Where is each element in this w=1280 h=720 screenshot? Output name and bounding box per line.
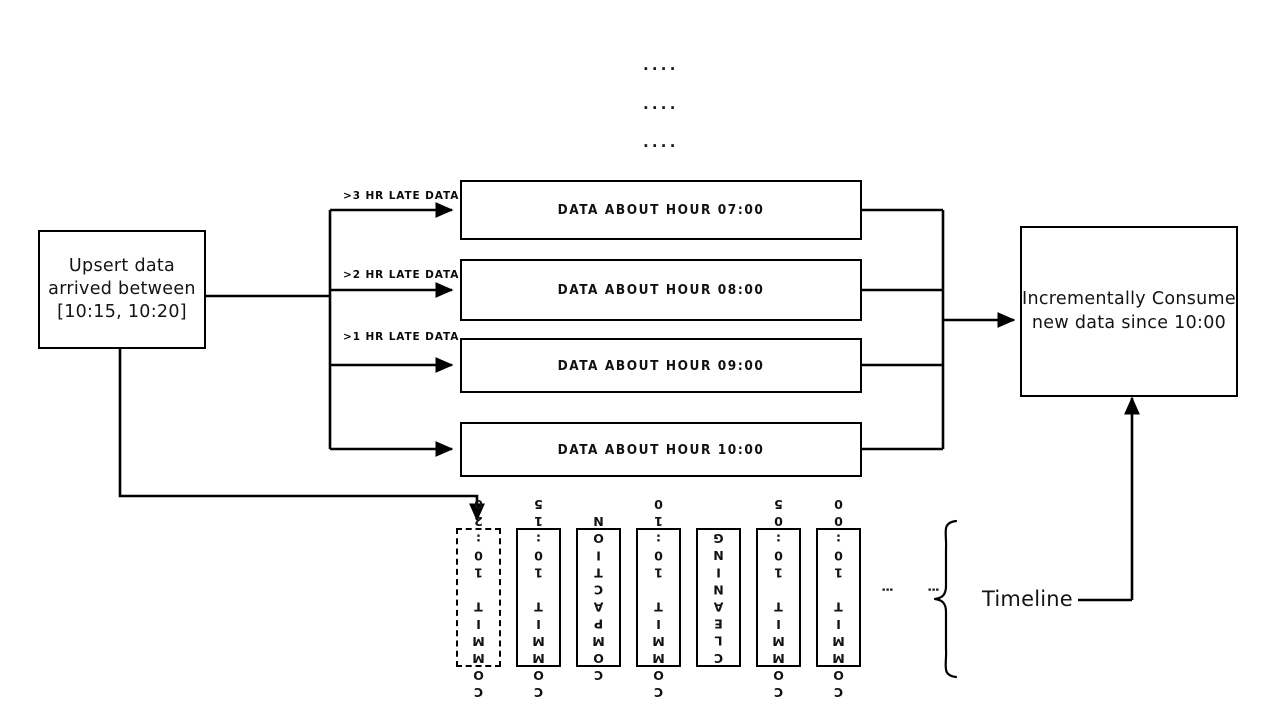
incremental-consumer-box[interactable]: Incrementally Consume new data since 10:… xyxy=(1020,226,1238,397)
top-ellipsis-row-1: .... xyxy=(643,56,679,74)
edge-label-3hr-late: >3 HR LATE DATA xyxy=(343,190,460,202)
edge-label-2hr-late: >2 HR LATE DATA xyxy=(343,269,460,281)
timeline-commit-1015-label: COMMIT 10:15 xyxy=(531,494,546,701)
top-ellipsis-row-3: .... xyxy=(643,133,679,151)
timeline-commit-1020-label: COMMIT 10:20 xyxy=(471,494,486,701)
timeline-commit-1000[interactable]: COMMIT 10:00 xyxy=(816,495,861,700)
upsert-source-line-2: arrived between xyxy=(48,278,196,299)
timeline-commit-1010[interactable]: COMMIT 10:10 xyxy=(636,495,681,700)
upsert-source-text: Upsert data arrived between [10:15, 10:2… xyxy=(48,255,196,325)
edge-label-1hr-late: >1 HR LATE DATA xyxy=(343,331,460,343)
top-ellipsis-row-2: .... xyxy=(643,95,679,113)
timeline-commit-1005[interactable]: COMMIT 10:05 xyxy=(756,495,801,700)
timeline-cleaning[interactable]: CLEANING xyxy=(696,528,741,667)
hour-box-09[interactable]: DATA ABOUT HOUR 09:00 xyxy=(460,338,862,393)
timeline-commit-1000-label: COMMIT 10:00 xyxy=(831,494,846,701)
upsert-source-line-1: Upsert data xyxy=(68,255,176,276)
incremental-consumer-line-1: Incrementally Consume xyxy=(1022,289,1236,310)
timeline-commit-1020[interactable]: COMMIT 10:20 xyxy=(456,495,501,700)
upsert-source-box[interactable]: Upsert data arrived between [10:15, 10:2… xyxy=(38,230,206,349)
edge-source-to-commit xyxy=(118,349,486,522)
hour-box-07[interactable]: DATA ABOUT HOUR 07:00 xyxy=(460,180,862,240)
hour-box-07-label: DATA ABOUT HOUR 07:00 xyxy=(557,202,765,218)
timeline-commit-1005-label: COMMIT 10:05 xyxy=(771,494,786,701)
timeline-compaction[interactable]: COMPACTION xyxy=(576,512,621,683)
timeline-ellipsis-2: ⋮ xyxy=(925,583,940,599)
timeline-commit-1015[interactable]: COMMIT 10:15 xyxy=(516,495,561,700)
hour-box-10-label: DATA ABOUT HOUR 10:00 xyxy=(557,441,765,458)
hour-box-10[interactable]: DATA ABOUT HOUR 10:00 xyxy=(460,422,862,477)
hour-box-08-label: DATA ABOUT HOUR 08:00 xyxy=(557,282,765,298)
timeline-label: Timeline xyxy=(982,587,1073,611)
timeline-brace xyxy=(933,519,958,679)
incremental-consumer-text: Incrementally Consume new data since 10:… xyxy=(1022,288,1236,335)
timeline-commit-1010-label: COMMIT 10:10 xyxy=(651,494,666,701)
timeline-compaction-label: COMPACTION xyxy=(591,512,606,683)
incremental-consumer-line-2: new data since 10:00 xyxy=(1031,312,1227,333)
hour-box-08[interactable]: DATA ABOUT HOUR 08:00 xyxy=(460,259,862,321)
timeline-cleaning-label: CLEANING xyxy=(711,529,726,666)
timeline-ellipsis-1: ⋮ xyxy=(879,583,894,599)
hour-box-09-label: DATA ABOUT HOUR 09:00 xyxy=(557,357,765,374)
upsert-source-line-3: [10:15, 10:20] xyxy=(57,302,187,323)
